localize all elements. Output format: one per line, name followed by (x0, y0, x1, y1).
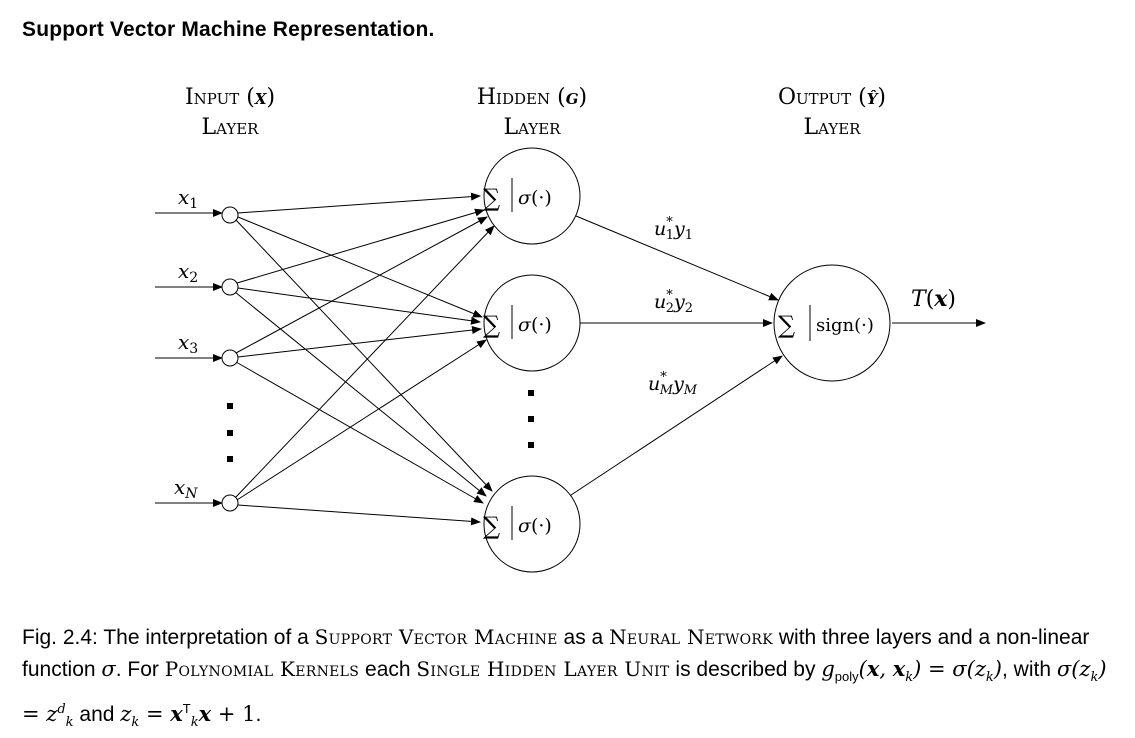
caption-text-1: The interpretation of a (103, 626, 309, 649)
hidden-node: ∑ σ(·) (483, 147, 581, 245)
caption-text-2: as a (563, 626, 604, 649)
svg-text:σ(·): σ(·) (518, 314, 552, 336)
output-node: ∑ sign(·) (773, 264, 891, 382)
caption-text-3: with three layers and a non-linear funct… (22, 626, 1090, 681)
svg-text:σ(·): σ(·) (518, 515, 552, 537)
figure-caption: Fig. 2.4: The interpretation of a Suppor… (22, 625, 1107, 731)
svg-text:∑: ∑ (483, 184, 500, 212)
weight-label-2: u*2y2 (654, 288, 693, 316)
input-labels: x1 x2 x3 xN (174, 185, 198, 502)
input-label-x2: x2 (178, 259, 198, 286)
input-node (221, 349, 239, 367)
svg-text:Output (ŷ): Output (ŷ) (778, 84, 886, 110)
hidden-node: ∑ σ(·) (483, 475, 581, 573)
weight-label-1: u*1y1 (654, 215, 693, 243)
input-layer-heading: Input (x) Layer (185, 84, 275, 140)
input-layer-label: Layer (202, 115, 260, 140)
caption-text-8: and (79, 703, 115, 727)
svm-network-diagram: Input (x) Layer Hidden (g) Layer Output … (155, 84, 986, 573)
caption-svm: Support Vector Machine (314, 625, 558, 649)
caption-shlu: Single Hidden Layer Unit (416, 657, 670, 681)
input-hidden-edges (234, 192, 495, 526)
input-arrows (155, 209, 223, 507)
hidden-layer-label: Layer (504, 115, 562, 140)
caption-text-5: each (365, 658, 411, 681)
weight-label-M: u*MyM (648, 370, 698, 398)
input-ellipsis (227, 403, 233, 462)
output-label: T(x) (911, 286, 956, 312)
input-nodes (221, 206, 239, 512)
caption-nn: Neural Network (609, 625, 774, 649)
svg-text:sign(·): sign(·) (816, 315, 874, 336)
input-node (221, 278, 239, 296)
input-label-x1: x1 (178, 185, 198, 212)
hidden-output-edges (567, 215, 986, 498)
svg-text:Hidden (g): Hidden (g) (477, 84, 587, 110)
input-label-x3: x3 (178, 330, 198, 357)
svg-text:Input (x): Input (x) (185, 84, 275, 110)
svg-text:σ(·): σ(·) (518, 187, 552, 209)
input-node (221, 206, 239, 224)
caption-text-7: with (1013, 658, 1052, 681)
svg-text:∑: ∑ (778, 311, 795, 339)
caption-formula-gpoly: gpoly(x, xk) = σ(zk) (821, 656, 1002, 686)
output-layer-label: Layer (804, 115, 862, 140)
hidden-layer-heading: Hidden (g) Layer (477, 84, 587, 140)
output-layer-heading: Output (ŷ) Layer (778, 84, 886, 140)
caption-text-4: For (127, 658, 159, 681)
svg-text:∑: ∑ (483, 512, 500, 540)
caption-text-6: is described by (675, 658, 816, 681)
caption-formula-z: zk = xTkx + 1 (120, 701, 256, 731)
hidden-node: ∑ σ(·) (483, 274, 581, 372)
edge-weight-labels: u*1y1 u*2y2 u*MyM (648, 215, 698, 398)
svg-text:∑: ∑ (483, 311, 500, 339)
caption-pk: Polynomial Kernels (164, 657, 360, 681)
caption-fig-label: Fig. 2.4: (22, 626, 98, 649)
input-label-xN: xN (174, 475, 198, 502)
input-node (221, 494, 239, 512)
page-title: Support Vector Machine Representation. (22, 18, 435, 41)
hidden-ellipsis (528, 390, 534, 448)
